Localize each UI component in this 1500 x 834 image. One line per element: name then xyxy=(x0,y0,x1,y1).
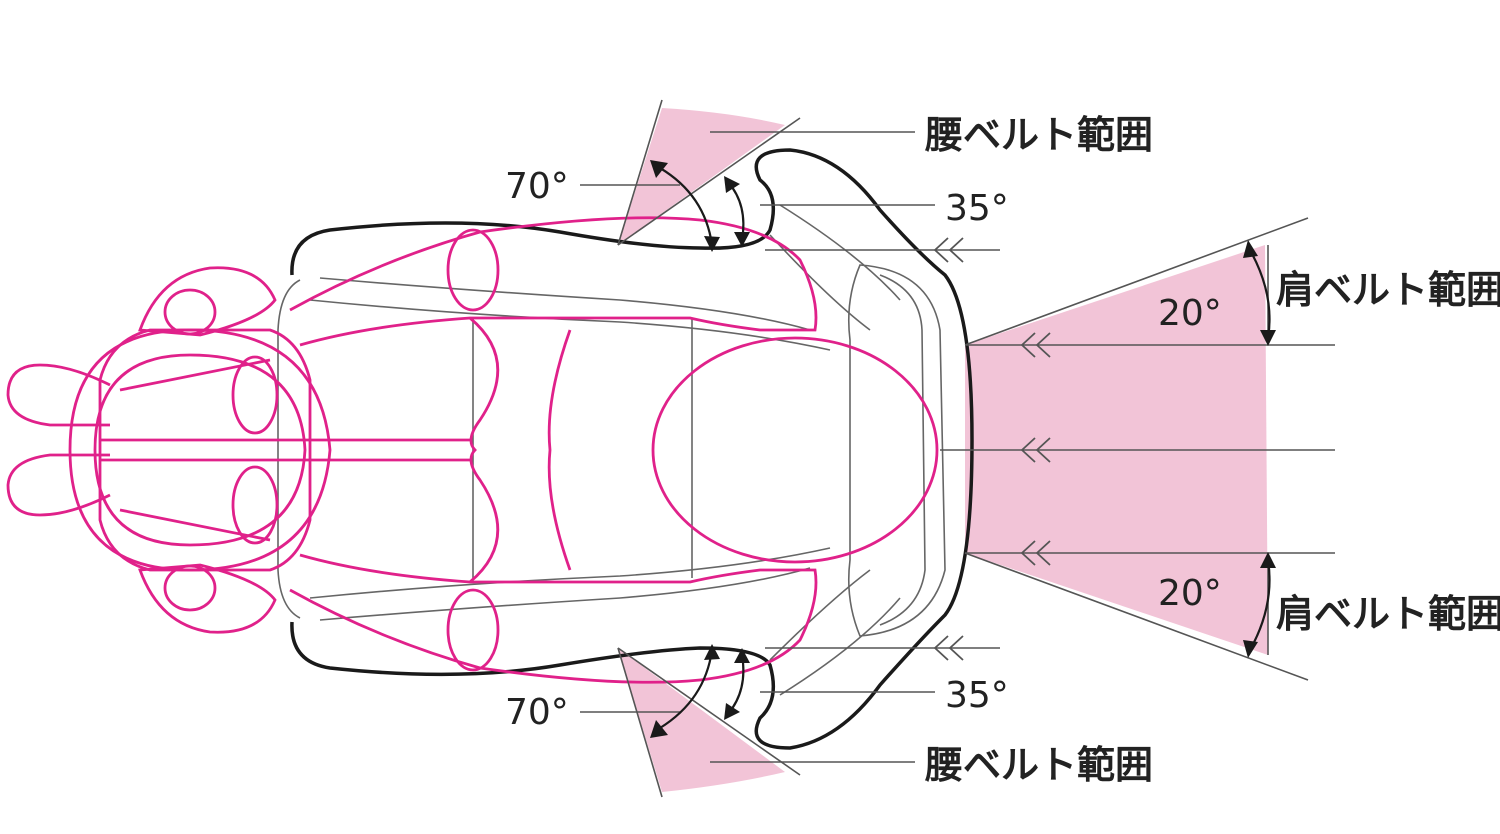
angle-35-bottom-label: 35° xyxy=(945,675,1009,716)
steering-wheel xyxy=(68,328,332,572)
foot-left xyxy=(6,363,111,427)
hand-top xyxy=(138,266,277,337)
arm-top xyxy=(289,216,818,347)
labels: 腰ベルト範囲 腰ベルト範囲 肩ベルト範囲 肩ベルト範囲 70° 70° 35° … xyxy=(505,113,1500,787)
seat-inner-lines xyxy=(277,204,946,696)
arc-20-top xyxy=(1249,249,1271,339)
angle-70-bottom-label: 70° xyxy=(505,692,569,733)
arc-35-bottom xyxy=(727,654,745,715)
head xyxy=(651,336,939,564)
seat-outline-top xyxy=(290,148,974,750)
arc-20-bottom xyxy=(1249,559,1271,651)
shoulder-belt-range-label-bottom: 肩ベルト範囲 xyxy=(1276,592,1500,636)
angle-70-top-label: 70° xyxy=(505,166,569,207)
foot-right xyxy=(6,453,111,517)
arc-70-bottom xyxy=(659,649,714,729)
arc-35-top xyxy=(727,181,745,241)
hand-bottom xyxy=(138,563,277,634)
angle-20-top-label: 20° xyxy=(1158,293,1222,334)
leg-outline xyxy=(98,328,312,572)
arrow-heads xyxy=(650,160,1276,738)
waist-belt-range-label-bottom: 腰ベルト範囲 xyxy=(925,743,1153,787)
arm-bottom xyxy=(289,553,818,684)
angle-35-top-label: 35° xyxy=(945,188,1009,229)
occupant-figure xyxy=(6,216,939,684)
waist-belt-range-zone-top xyxy=(618,108,785,245)
arc-70-top xyxy=(659,167,714,246)
direction-chevrons xyxy=(933,237,1051,661)
shoulder-belt-range-label-top: 肩ベルト範囲 xyxy=(1276,268,1500,312)
guide-lines xyxy=(580,99,1335,798)
waist-belt-range-zone-bottom xyxy=(618,648,785,792)
torso xyxy=(469,316,500,584)
angle-20-bottom-label: 20° xyxy=(1158,573,1222,614)
waist-belt-range-label-top: 腰ベルト範囲 xyxy=(925,113,1153,157)
seat xyxy=(290,148,974,750)
